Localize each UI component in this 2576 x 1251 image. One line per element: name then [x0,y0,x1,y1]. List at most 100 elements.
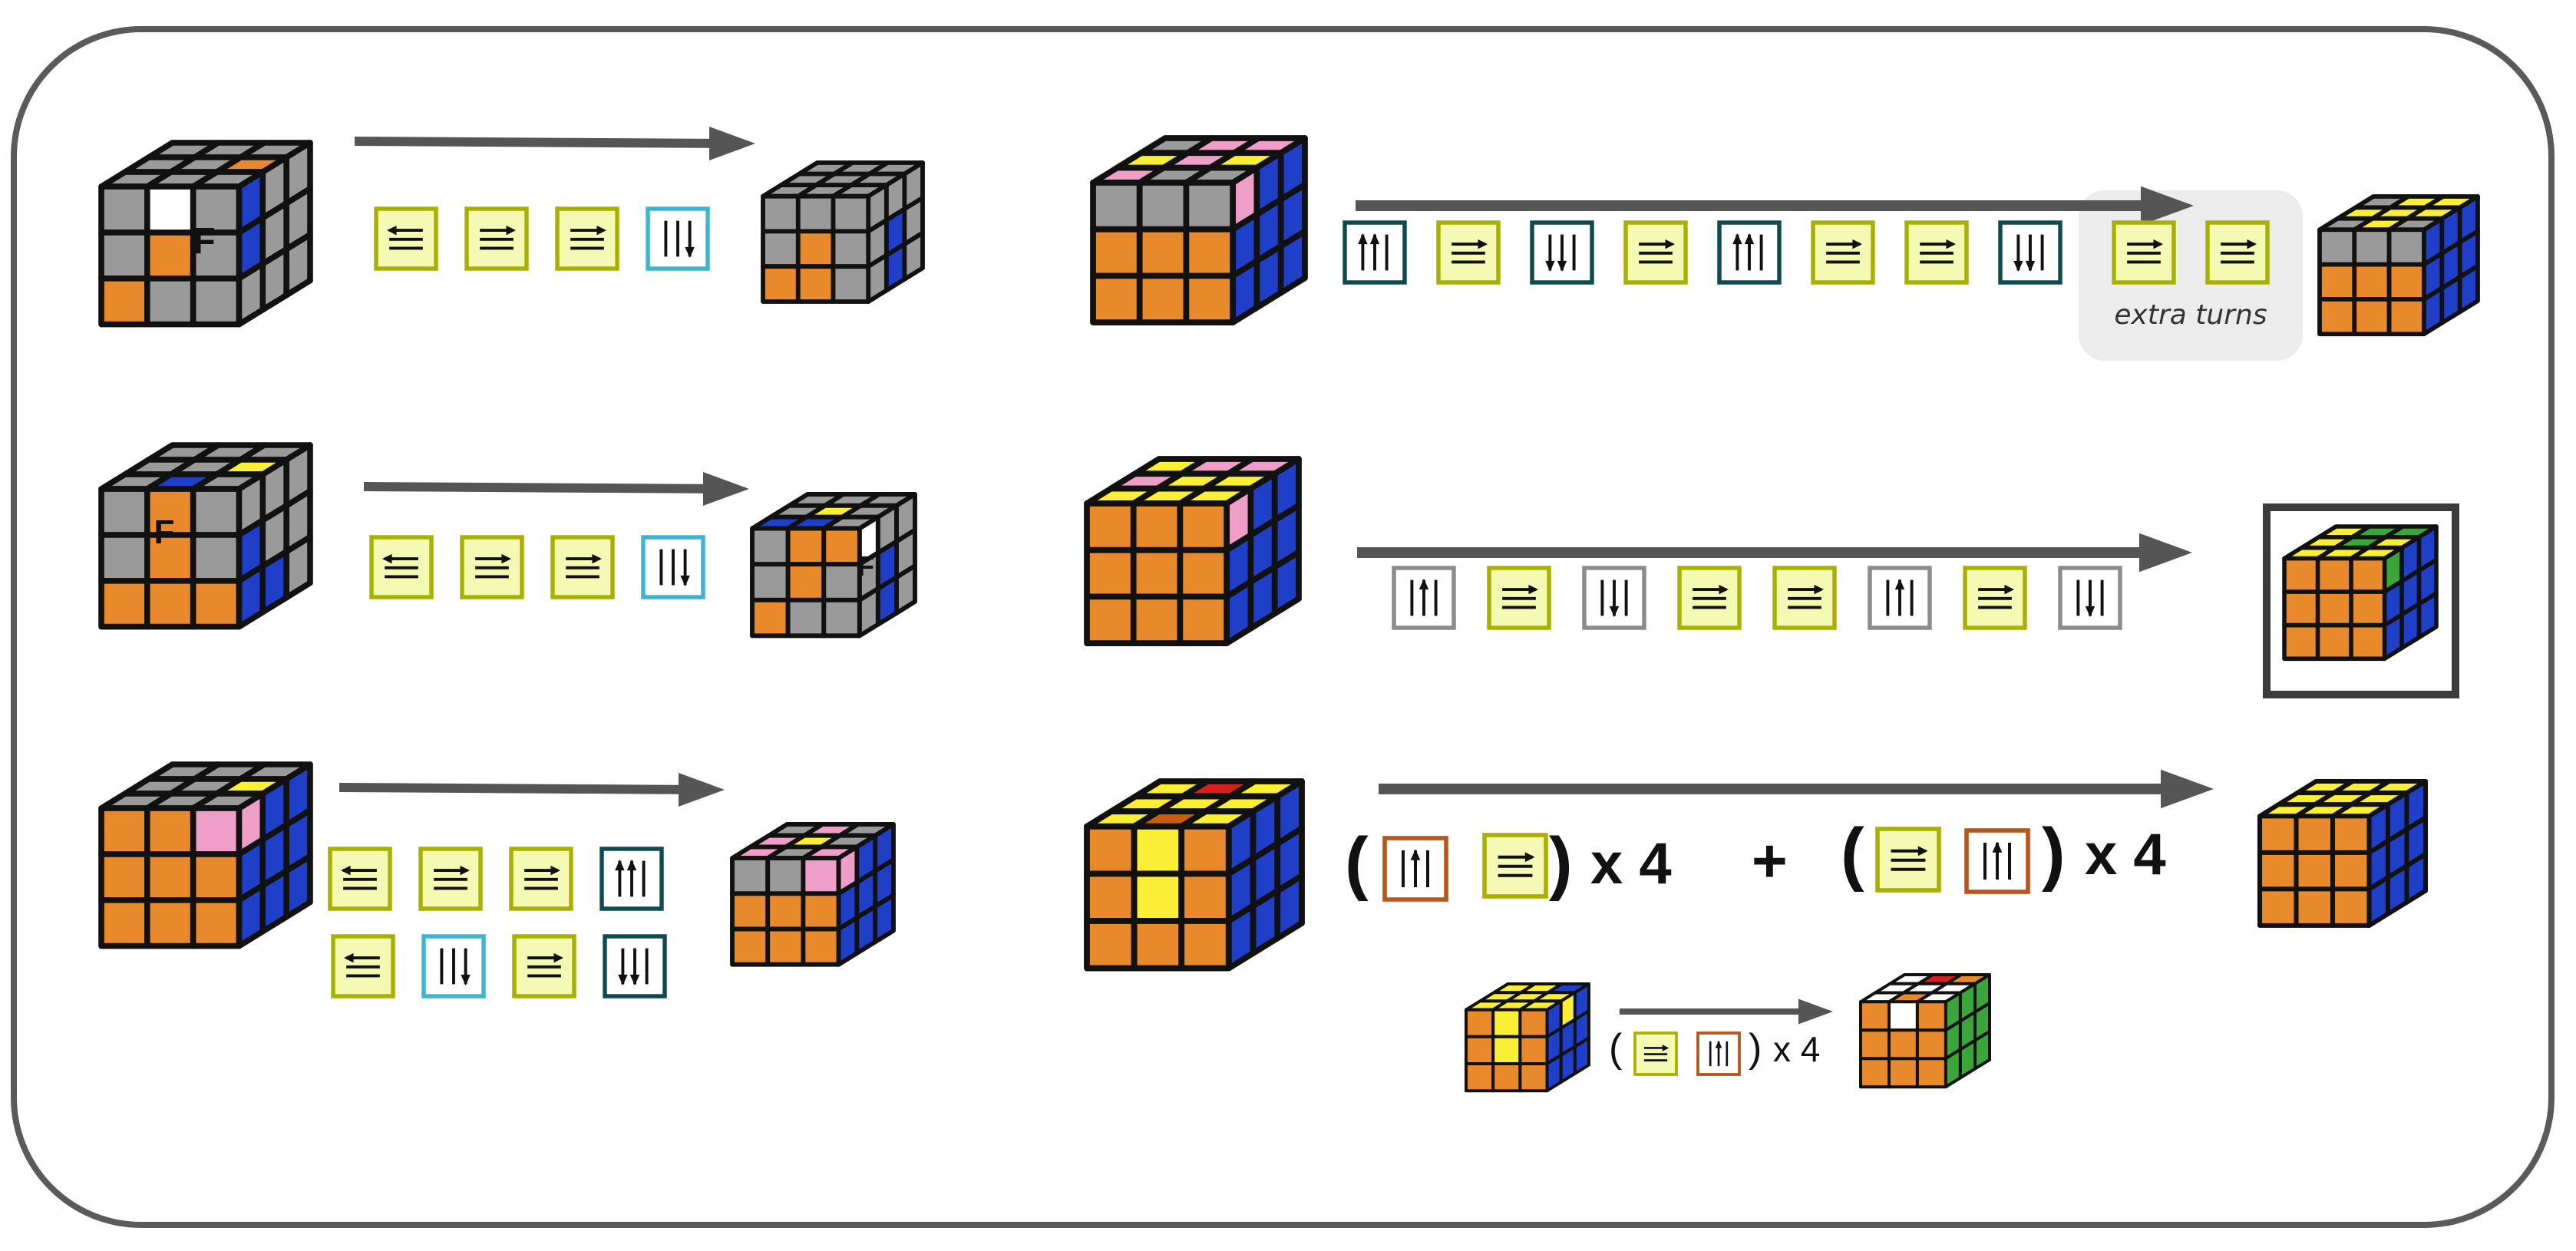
row3r-start-cube-front-sticker [1131,870,1185,924]
row3r-start-cube [1084,778,1305,972]
row3-start-cube-front-sticker [98,805,150,857]
extra-turns-label: extra turns [2114,299,2267,331]
row3r-end-cube [2257,778,2429,928]
row3r-start-cube-right-sticker [1274,873,1305,942]
row1-right-arrow [1356,186,2194,226]
row3-left-b-move-key [331,934,395,998]
row1r-end-cube-front-sticker [2317,262,2357,302]
row1r-start-cube [1090,135,1308,325]
row1r-start-cube-front-sticker [1090,180,1143,233]
row2r-start-cube-front-sticker [1130,593,1184,646]
row3r-end-cube-front-sticker [2257,814,2299,855]
row1r-start-cube-front-sticker [1183,180,1237,233]
row2-right-move-key [1677,566,1742,630]
row1-start-cube-front-sticker [98,275,150,328]
sub-start-cube-front-sticker [1518,1062,1549,1093]
row1r-end-cube-front-sticker [2386,297,2426,337]
row1-end-cube-front-sticker [831,264,871,304]
row2-end-cube-front-sticker [750,597,791,639]
row1-end-cube-right-sticker [883,242,907,293]
move-key-frame [646,206,710,271]
row2r-end-cube-front-sticker [2349,622,2387,662]
face-f-label: F [193,221,215,262]
row3-left-b-move-key [603,934,667,998]
row1-start-cube-front-sticker [190,275,243,328]
move-key-frame [1530,220,1594,285]
formula-move-key-4 [1964,828,2030,894]
row3r-end-cube-right-sticker [2404,851,2429,905]
row3r-end-cube-front-sticker [2257,886,2299,928]
row1r-end-cube-front-sticker [2352,227,2392,267]
sub-start-cube-front-sticker [1518,1008,1549,1038]
arrow-shaft [363,482,722,493]
row3r-start-cube-front-sticker [1084,823,1138,877]
row3-left-b-move-key [512,934,576,998]
sub-start-cube-right-sticker [1573,1036,1590,1075]
row2-start-cube-front-sticker [190,532,243,584]
row2-start-cube-front-sticker [190,486,243,538]
row3r-start-cube-front-sticker [1131,918,1185,972]
row3r-end-cube-front-sticker [2294,886,2336,928]
row2-end-cube-front-sticker [821,562,862,602]
row2r-end-cube-front-sticker [2315,589,2353,628]
arrow-right-icon [596,225,606,236]
row1r-start-cube-front-sticker [1090,272,1143,325]
arrow-up-icon [1715,1040,1722,1048]
sub-end-cube-front-sticker [1859,1057,1891,1089]
row3r-end-cube-front-sticker [2330,886,2372,928]
row3r-end-cube-right-sticker [2366,875,2391,928]
row3r-start-cube-front-sticker [1131,823,1185,877]
row1r-start-cube-right-sticker [1253,243,1284,311]
row1-end-cube-front-sticker [795,264,836,304]
row2-end-cube-front-sticker [821,526,862,567]
row3-end-cube-front-sticker [730,926,771,967]
arrow-down-icon [1545,260,1555,272]
row2-start-cube-front-sticker [98,486,150,538]
arrow-right-icon [2141,186,2194,226]
row3r-start-cube-right-sticker [1225,903,1257,972]
sub-start-cube-front-sticker [1465,1035,1495,1065]
arrow-right-icon [1528,584,1538,595]
row1-start-cube-front-sticker [98,183,150,236]
row1r-end-cube-front-sticker [2386,262,2426,302]
row2r-start-cube-front-sticker [1130,546,1184,600]
move-key-frame [550,535,615,599]
row1-end-cube-front-sticker [831,193,871,234]
row2-left-move-key [550,535,615,599]
row3r-start-cube-front-sticker [1178,918,1232,972]
sub-start-cube-front-sticker [1465,1008,1495,1038]
arrow-right-icon [679,773,725,807]
arrow-left-icon [387,225,397,236]
sub-end-cube-front-sticker [1915,1057,1947,1089]
arrow-right-icon [592,553,602,564]
arrow-right-icon [1814,584,1824,595]
diagram-frame [11,26,2555,1228]
row2-start-cube-front-sticker [98,577,150,630]
row1-end-cube-right-sticker [902,230,925,282]
sub-start-cube-front-sticker [1491,1035,1522,1065]
arrow-right-icon [703,472,749,506]
row2-end-cube: F [750,492,917,639]
row2r-end-cube-front-sticker [2349,556,2387,594]
row2r-start-cube-right-sticker [1247,563,1278,632]
row3-start-cube-front-sticker [98,851,150,903]
formula-open-2: ( [1841,814,1864,893]
row1-end-cube-front-sticker [795,193,836,234]
row2-right-move-key [1963,566,2027,630]
arrow-right-icon [506,225,516,236]
row1-right-move-key [1530,220,1594,285]
row2-end-cube-front-sticker [750,562,791,602]
move-key-frame [1436,220,1501,285]
row2-start-cube: F [98,442,313,630]
row3r-end-cube-front-sticker [2257,850,2299,892]
row1r-start-cube-right-sticker [1277,228,1308,296]
row2-end-cube-right-sticker [857,586,880,639]
face-f-label: F [857,550,874,582]
row1-right-extra-move-key [2205,220,2270,285]
sub-start-cube-front-sticker [1465,1062,1495,1093]
row2r-end-cube-right-sticker [2416,591,2439,640]
row1r-end-cube-front-sticker [2352,297,2392,337]
row3-end-cube-front-sticker [765,891,806,932]
row1-right-move-key [1811,220,1875,285]
arrow-right-icon [1665,239,1675,249]
